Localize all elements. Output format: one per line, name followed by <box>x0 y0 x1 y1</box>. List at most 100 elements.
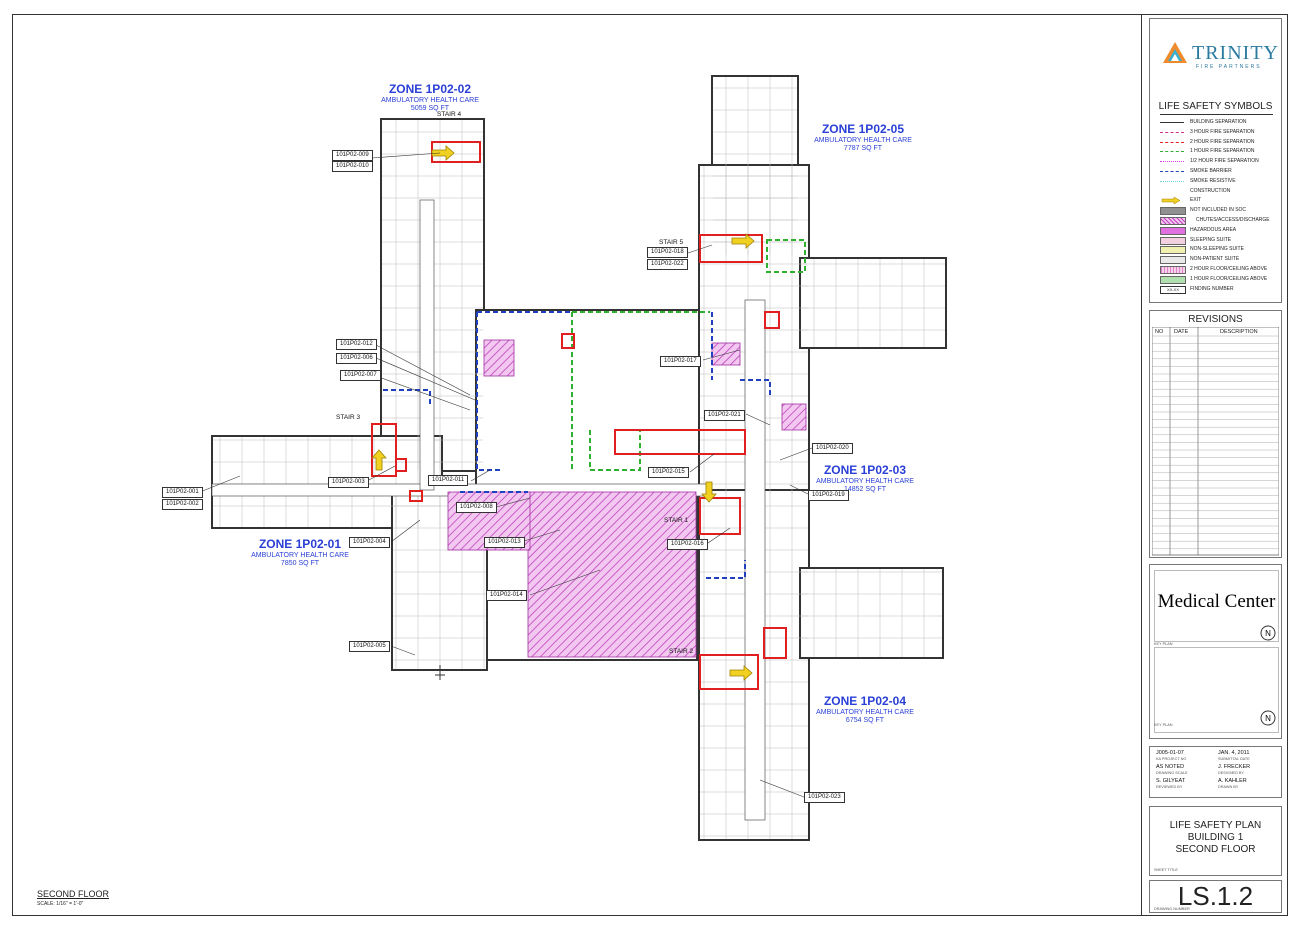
revisions-box: REVISIONS NO DATE DESCRIPTION <box>1149 310 1282 558</box>
legend-swatch <box>1160 151 1184 153</box>
drawing-number: LS.1.2 <box>1177 881 1254 911</box>
legend-swatch <box>1160 196 1184 205</box>
submittal-date: JAN. 4, 2011 <box>1218 750 1250 756</box>
zone-occupancy: AMBULATORY HEALTH CARE <box>251 551 349 559</box>
stair-2-label: STAIR 2 <box>669 648 694 655</box>
legend-label: 2 HOUR FIRE SEPARATION <box>1190 138 1255 145</box>
zone-area: 5059 SQ FT <box>410 104 450 112</box>
project-no: J005-01-07 <box>1156 750 1184 756</box>
revisions-title: REVISIONS <box>1188 314 1243 325</box>
finding-tag[interactable]: 101P02-022 <box>647 259 688 270</box>
legend-item: BUILDING SEPARATION <box>1160 118 1285 127</box>
legend-swatch <box>1160 207 1186 216</box>
zone-1p02-05-title: ZONE 1P02-05 AMBULATORY HEALTH CARE 7787… <box>798 122 928 153</box>
finding-tag[interactable]: 101P02-013 <box>484 537 525 548</box>
hazardous-area-main <box>527 491 697 658</box>
zone-name: ZONE 1P02-05 <box>821 122 905 136</box>
designed-by: J. FRECKER <box>1218 764 1251 770</box>
key-plan-label: KEY PLAN <box>1154 642 1173 646</box>
legend-label: 1 HOUR FLOOR/CEILING ABOVE <box>1190 275 1268 282</box>
project-info-box: J005-01-07 KA PROJECT NO JAN. 4, 2011 SU… <box>1149 746 1282 798</box>
submittal-date-label: SUBMITTAL DATE <box>1218 757 1250 761</box>
finding-tag[interactable]: 101P02-008 <box>456 502 497 513</box>
sheet-title-line-3: SECOND FLOOR <box>1175 844 1256 855</box>
legend-swatch <box>1160 226 1186 235</box>
legend-item: NON-PATIENT SUITE <box>1160 255 1285 265</box>
legend-swatch <box>1160 131 1184 133</box>
drawing-number-label: DRAWING NUMBER <box>1154 907 1190 911</box>
finding-tag[interactable]: 101P02-020 <box>812 443 853 454</box>
legend-swatch <box>1160 236 1186 245</box>
legend-swatch <box>1160 217 1186 225</box>
finding-tag[interactable]: 101P02-019 <box>808 490 849 501</box>
legend-label: EXIT <box>1190 197 1202 204</box>
legend-swatch <box>1160 122 1184 123</box>
finding-tag[interactable]: 101P02-006 <box>336 353 377 364</box>
sheet-title-label: SHEET TITLE <box>1154 868 1178 872</box>
legend-swatch <box>1160 141 1184 143</box>
finding-tag[interactable]: 101P02-017 <box>660 356 701 367</box>
zone-1p02-03-title: ZONE 1P02-03 AMBULATORY HEALTH CARE 1485… <box>800 463 930 494</box>
finding-tag[interactable]: 101P02-018 <box>647 247 688 258</box>
stair-5-label: STAIR 5 <box>659 239 684 246</box>
zone-1p02-04-title: ZONE 1P02-04 AMBULATORY HEALTH CARE 6754… <box>800 694 930 725</box>
project-no-label: KA PROJECT NO <box>1156 757 1187 761</box>
finding-tag[interactable]: 101P02-021 <box>704 410 745 421</box>
zone-area: 14852 SQ FT <box>843 485 887 493</box>
legend-label: NOT INCLUDED IN SOC <box>1190 207 1247 214</box>
finding-tag[interactable]: 101P02-001 <box>162 487 203 498</box>
finding-tag[interactable]: 101P02-010 <box>332 161 373 172</box>
finding-tag[interactable]: 101P02-002 <box>162 499 203 510</box>
zone-name: ZONE 1P02-02 <box>388 82 472 96</box>
finding-tag[interactable]: 101P02-007 <box>340 370 381 381</box>
legend-item: SMOKE BARRIER <box>1160 167 1285 176</box>
legend-item: EXIT <box>1160 196 1285 205</box>
finding-tag[interactable]: 101P02-003 <box>328 477 369 488</box>
legend-item: NOT INCLUDED IN SOC <box>1160 206 1285 216</box>
legend-swatch <box>1160 256 1186 265</box>
finding-tag[interactable]: 101P02-012 <box>336 339 377 350</box>
svg-text:N: N <box>1265 714 1271 723</box>
north-arrow-icon: N <box>1260 710 1276 726</box>
finding-tag[interactable]: 101P02-014 <box>486 590 527 601</box>
rev-col-description: DESCRIPTION <box>1220 329 1258 335</box>
legend-swatch <box>1160 180 1184 182</box>
center-block <box>475 309 711 491</box>
legend-swatch <box>1160 189 1184 194</box>
zone-1p02-01-title: ZONE 1P02-01 AMBULATORY HEALTH CARE 7850… <box>235 537 365 568</box>
rev-col-no: NO <box>1155 329 1164 335</box>
legend-label: NON-PATIENT SUITE <box>1190 256 1240 263</box>
legend-item: NON-SLEEPING SUITE <box>1160 245 1285 255</box>
finding-tag[interactable]: 101P02-005 <box>349 641 390 652</box>
floor-plan <box>199 75 947 841</box>
finding-tag[interactable]: 101P02-011 <box>428 475 469 486</box>
finding-tag[interactable]: 101P02-016 <box>667 539 708 550</box>
scale-note: SCALE: 1/16" = 1'-0" <box>37 901 84 907</box>
legend-label: NON-SLEEPING SUITE <box>1190 246 1244 253</box>
legend-label: 1 HOUR FIRE SEPARATION <box>1190 148 1255 155</box>
key-plan-label-2: KEY PLAN <box>1154 723 1173 727</box>
legend-label: 3 HOUR FIRE SEPARATION <box>1190 128 1255 135</box>
drawing-scale-label: DRAWING SCALE <box>1156 771 1188 775</box>
legend-swatch: XX-XX <box>1160 285 1186 294</box>
legend-swatch <box>1160 171 1184 172</box>
legend-label: SLEEPING SUITE <box>1190 236 1232 243</box>
svg-text:N: N <box>1265 629 1271 638</box>
finding-tag[interactable]: 101P02-015 <box>648 467 689 478</box>
finding-tag[interactable]: 101P02-004 <box>349 537 390 548</box>
finding-tag[interactable]: 101P02-023 <box>804 792 845 803</box>
key-plan-frame-2 <box>1154 647 1279 733</box>
sheet-title: LIFE SAFETY PLAN BUILDING 1 SECOND FLOOR <box>1150 820 1281 856</box>
title-block-panel: TRINITY FIRE PARTNERS LIFE SAFETY SYMBOL… <box>1141 14 1288 916</box>
legend-item: 2 HOUR FLOOR/CEILING ABOVE <box>1160 265 1285 274</box>
legend-item: SLEEPING SUITE <box>1160 236 1285 245</box>
finding-tag[interactable]: 101P02-009 <box>332 150 373 161</box>
legend-item: 3 HOUR FIRE SEPARATION <box>1160 128 1285 137</box>
legend-label: 2 HOUR FLOOR/CEILING ABOVE <box>1190 266 1268 272</box>
logo-name: TRINITY <box>1192 42 1279 64</box>
logo-tagline: FIRE PARTNERS <box>1196 64 1262 70</box>
legend-item: 1/2 HOUR FIRE SEPARATION <box>1160 157 1285 166</box>
legend-divider <box>1160 114 1273 115</box>
legend-swatch <box>1160 246 1186 255</box>
